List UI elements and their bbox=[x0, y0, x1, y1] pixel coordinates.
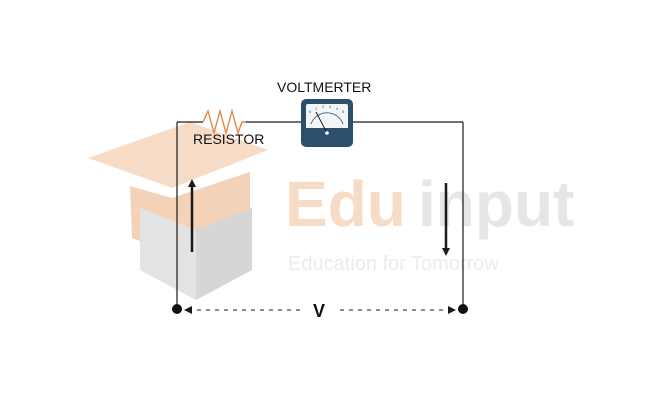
watermark: Edu input Education for Tomorrow bbox=[88, 122, 574, 300]
resistor-label: RESISTOR bbox=[193, 131, 264, 147]
meter-pivot bbox=[325, 131, 329, 135]
meter-scale-0: 0 bbox=[309, 109, 312, 114]
meter-scale-5: 5 bbox=[342, 109, 345, 114]
meter-needle bbox=[315, 111, 328, 134]
terminal-dot-icon bbox=[458, 304, 468, 314]
meter-scale-2: 2 bbox=[322, 104, 325, 109]
voltmeter-icon: 0 1 2 3 4 5 bbox=[301, 99, 353, 147]
meter-scale-3: 3 bbox=[329, 104, 332, 109]
graduation-cap-icon bbox=[88, 122, 268, 300]
watermark-brand-left: Edu bbox=[285, 168, 406, 240]
meter-scale-4: 4 bbox=[336, 106, 339, 111]
watermark-brand-right: input bbox=[418, 168, 574, 240]
meter-scale-1: 1 bbox=[315, 106, 318, 111]
meter-label: VOLTMERTER bbox=[277, 79, 371, 95]
terminal-dot-icon bbox=[172, 304, 182, 314]
circuit-wires bbox=[176, 121, 464, 309]
watermark-tagline: Education for Tomorrow bbox=[288, 253, 499, 275]
resistor-icon bbox=[202, 108, 246, 136]
voltage-label: V bbox=[313, 301, 325, 321]
